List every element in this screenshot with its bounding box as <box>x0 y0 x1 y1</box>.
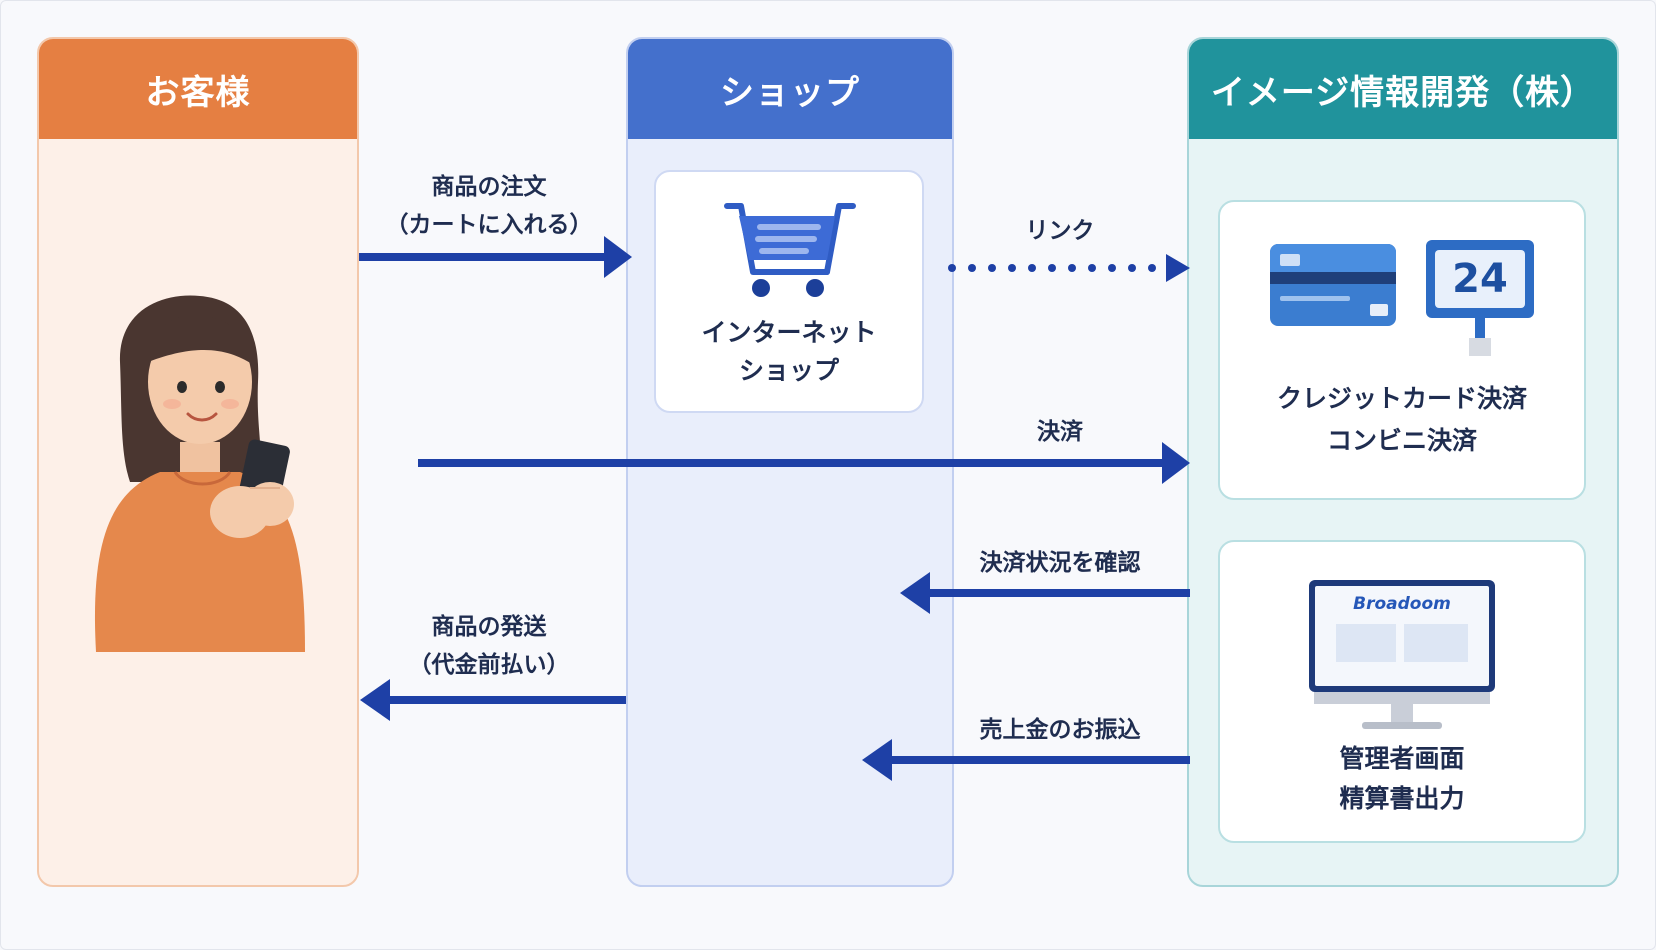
shopping-cart-icon <box>724 203 856 297</box>
lane-shop-title: ショップ <box>628 39 952 139</box>
internet-shop-card: インターネット ショップ <box>654 170 924 413</box>
link-label: リンク <box>1025 218 1095 244</box>
admin-card-line1: 管理者画面 <box>1339 744 1465 773</box>
convenience-store-sign-icon: 24 <box>1426 240 1534 356</box>
shop-card-line2: ショップ <box>738 356 839 385</box>
admin-screen-card: Broadoom 管理者画面 精算書出力 <box>1218 540 1586 843</box>
credit-card-icon <box>1270 244 1396 326</box>
store-sign-number: 24 <box>1435 250 1525 308</box>
payment-label: 決済 <box>1037 419 1083 445</box>
payment-card-line2: コンビニ決済 <box>1326 426 1477 455</box>
monitor-icon: Broadoom <box>1309 580 1495 729</box>
transfer-label: 売上金のお振込 <box>979 717 1141 743</box>
payment-card-line1: クレジットカード決済 <box>1276 384 1527 413</box>
shipping-label-line2: （代金前払い） <box>408 652 570 678</box>
lane-company-title: イメージ情報開発（株） <box>1189 39 1617 139</box>
arrow-payment <box>418 442 1190 484</box>
order-label-line1: 商品の注文 <box>431 174 547 200</box>
arrow-confirm <box>900 572 1190 614</box>
payment-methods-card: 24 クレジットカード決済 コンビニ決済 <box>1218 200 1586 500</box>
confirm-label: 決済状況を確認 <box>979 550 1141 576</box>
arrow-link-dotted <box>948 254 1190 282</box>
order-label: 商品の注文 （カートに入れる） <box>372 168 606 244</box>
order-label-line2: （カートに入れる） <box>385 212 593 238</box>
woman-with-smartphone-illustration <box>94 295 305 652</box>
shipping-label-line1: 商品の発送 <box>431 614 547 640</box>
shipping-label: 商品の発送 （代金前払い） <box>372 608 606 684</box>
arrow-transfer <box>862 739 1190 781</box>
shop-card-line1: インターネット <box>701 318 877 347</box>
lane-customer-title: お客様 <box>39 39 357 139</box>
monitor-brand-logo: Broadoom <box>1353 594 1451 614</box>
arrow-order <box>359 236 632 278</box>
arrow-shipping <box>360 679 626 721</box>
admin-card-line2: 精算書出力 <box>1339 784 1465 813</box>
